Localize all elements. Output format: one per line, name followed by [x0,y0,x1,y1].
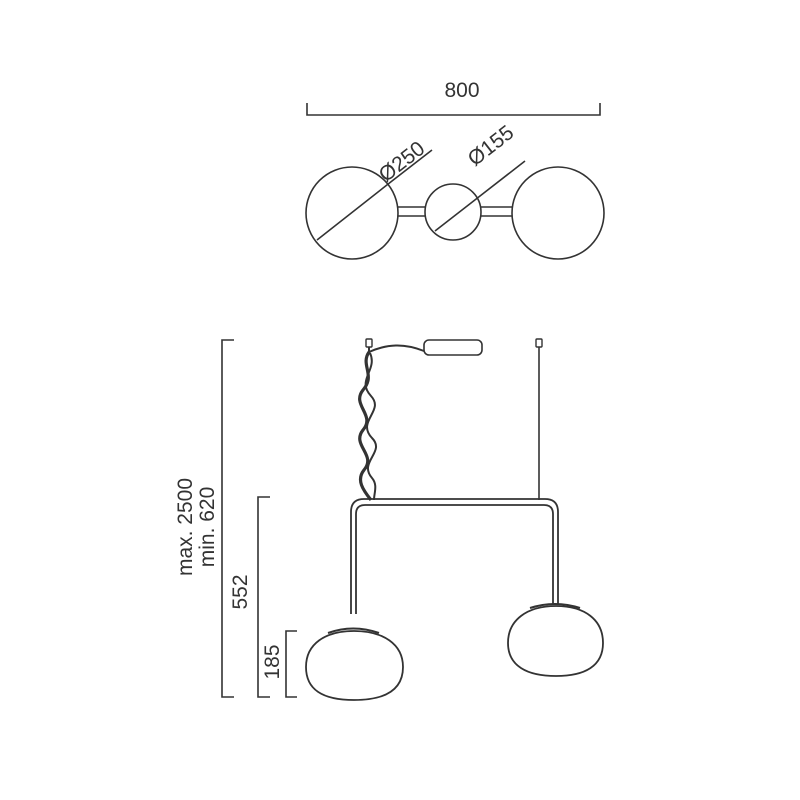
top-view: 800 Ø250 Ø155 [305,79,605,260]
left-power-cable-twist [364,352,378,501]
shade-height-label: 185 [261,644,284,679]
frame-outer [350,498,559,614]
frame [350,498,559,614]
large-diameter-leader [316,149,433,241]
width-label: 800 [444,79,479,102]
large-globe-right [511,166,605,260]
width-dimension-line [306,103,601,116]
width-dimension: 800 [306,79,601,116]
total-height-bracket [221,339,234,698]
total-height-min-label: min. 620 [196,487,219,568]
small-diameter-label: Ø155 [464,121,519,171]
frame-height-label: 552 [229,574,252,609]
power-cable-link [368,344,425,354]
frame-inner [355,504,554,614]
left-power-cable [358,351,373,501]
right-ceiling-clip [535,338,543,348]
right-shade-neck [529,603,581,609]
frame-height-bracket [257,496,270,698]
small-globe-center [424,183,482,241]
left-shade [305,627,404,701]
shade-height-bracket [285,630,297,698]
small-diameter-leader [434,160,526,232]
large-diameter-label: Ø250 [375,137,430,187]
ceiling-fittings [365,338,543,356]
left-ceiling-clip [365,338,373,348]
side-view: max. 2500 min. 620 552 185 [174,338,604,701]
right-shade [507,603,604,677]
total-height-max-label: max. 2500 [174,478,197,576]
canopy-box [423,339,483,356]
vertical-dimensions: max. 2500 min. 620 552 185 [174,339,297,698]
cables [358,344,540,501]
left-shade-neck [327,627,380,634]
right-glass-shade [507,605,604,677]
left-glass-shade [305,630,404,701]
